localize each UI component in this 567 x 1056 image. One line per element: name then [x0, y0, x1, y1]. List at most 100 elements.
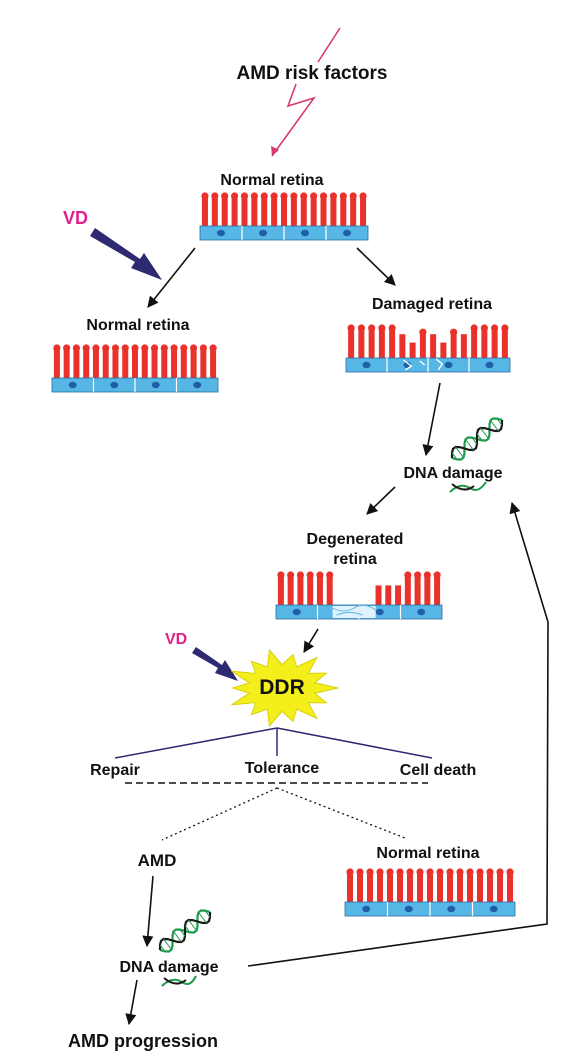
normal-retina-left-label: Normal retina	[86, 317, 189, 334]
cell-nucleus	[375, 608, 384, 616]
photoreceptor-tip	[280, 192, 288, 200]
photoreceptor	[368, 330, 375, 358]
photoreceptor-tip	[329, 192, 338, 200]
photoreceptor-tip	[426, 868, 434, 876]
photoreceptor	[481, 330, 488, 358]
photoreceptor	[397, 874, 403, 902]
photoreceptor-tip	[436, 868, 444, 876]
vd-top-label: VD	[63, 208, 88, 228]
photoreceptor-tip	[406, 868, 414, 876]
photoreceptor-tip	[121, 344, 129, 352]
photoreceptor	[53, 350, 60, 378]
photoreceptor	[409, 342, 416, 358]
damaged-retina	[345, 324, 511, 373]
photoreceptor-tip	[433, 571, 441, 579]
photoreceptor	[171, 350, 178, 378]
photoreceptor	[430, 334, 437, 358]
photoreceptor-tip	[221, 192, 229, 200]
risk-factor-bolt	[271, 27, 341, 157]
photoreceptor-tip	[404, 571, 412, 579]
photoreceptor-tip	[346, 868, 354, 876]
arrow-to-dna-damage-mid	[422, 382, 441, 457]
arrow-to-degenerated	[366, 486, 396, 515]
degenerated-label-line1: Degenerated	[307, 531, 404, 548]
photoreceptor-tip	[250, 192, 258, 200]
photoreceptor	[385, 585, 392, 605]
photoreceptor	[73, 350, 80, 378]
photoreceptor	[316, 577, 323, 605]
dotted-to-normal-right	[276, 787, 406, 839]
cell-nucleus	[110, 381, 119, 389]
photoreceptor-tip	[388, 324, 396, 332]
photoreceptor	[320, 198, 327, 226]
photoreceptor-tip	[396, 868, 404, 876]
photoreceptor-tip	[357, 324, 365, 332]
photoreceptor-tip	[476, 868, 484, 876]
photoreceptor	[471, 330, 478, 358]
photoreceptor	[450, 334, 457, 358]
dna-damage-bottom-label: DNA damage	[120, 959, 219, 976]
photoreceptor	[440, 342, 447, 358]
photoreceptor	[83, 350, 90, 378]
photoreceptor	[378, 330, 385, 358]
photoreceptor-tip	[366, 868, 374, 876]
photoreceptor	[447, 874, 453, 902]
photoreceptor	[387, 874, 393, 902]
photoreceptor	[241, 198, 248, 226]
photoreceptor-tip	[287, 571, 295, 579]
photoreceptor	[307, 577, 314, 605]
photoreceptor	[290, 198, 297, 226]
photoreceptor-tip	[416, 868, 424, 876]
photoreceptor-tip	[63, 344, 71, 352]
cell-nucleus	[404, 905, 413, 913]
photoreceptor	[460, 334, 467, 358]
photoreceptor-tip	[209, 344, 217, 352]
photoreceptor	[326, 577, 333, 605]
photoreceptor-tip	[201, 192, 209, 200]
photoreceptor	[287, 577, 294, 605]
photoreceptor-tip	[470, 324, 478, 332]
photoreceptor-tip	[277, 571, 285, 579]
photoreceptor-tip	[339, 192, 347, 200]
photoreceptor-tip	[506, 868, 514, 876]
photoreceptor-tip	[141, 344, 149, 352]
dna-strand	[158, 911, 212, 951]
photoreceptor	[271, 198, 278, 226]
dotted-to-amd	[161, 787, 278, 841]
photoreceptor	[457, 874, 463, 902]
vd-mid-label: VD	[165, 631, 187, 648]
photoreceptor-tip	[72, 344, 81, 352]
photoreceptor	[210, 350, 217, 378]
photoreceptor	[491, 330, 498, 358]
branch-line-cell-death	[276, 727, 433, 759]
cell-nucleus	[489, 905, 498, 913]
ddr-burst	[231, 648, 339, 728]
damaged-retina-label: Damaged retina	[372, 296, 492, 313]
photoreceptor	[132, 350, 138, 378]
arrow-to-damaged	[356, 247, 396, 286]
photoreceptor-tip	[491, 324, 499, 332]
ddr-label: DDR	[259, 676, 305, 699]
normal-retina-top	[199, 192, 369, 241]
photoreceptor	[112, 350, 119, 378]
photoreceptor	[389, 330, 396, 358]
arrow-to-ddr	[303, 628, 319, 653]
photoreceptor-tip	[326, 571, 334, 579]
photoreceptor-tip	[82, 344, 90, 352]
photoreceptor	[151, 350, 158, 378]
tolerance-label: Tolerance	[245, 760, 320, 777]
photoreceptor-tip	[310, 192, 318, 200]
photoreceptor	[501, 330, 508, 358]
normal-retina-right-label: Normal retina	[376, 845, 479, 862]
photoreceptor	[190, 350, 197, 378]
photoreceptor-tip	[450, 328, 458, 336]
photoreceptor	[141, 350, 148, 378]
photoreceptor	[281, 198, 287, 226]
vd-top-arrow	[90, 228, 162, 280]
photoreceptor	[367, 874, 373, 902]
photoreceptor	[404, 577, 411, 605]
photoreceptor	[434, 577, 441, 605]
vd-mid-arrow	[192, 647, 238, 681]
photoreceptor	[310, 198, 317, 226]
